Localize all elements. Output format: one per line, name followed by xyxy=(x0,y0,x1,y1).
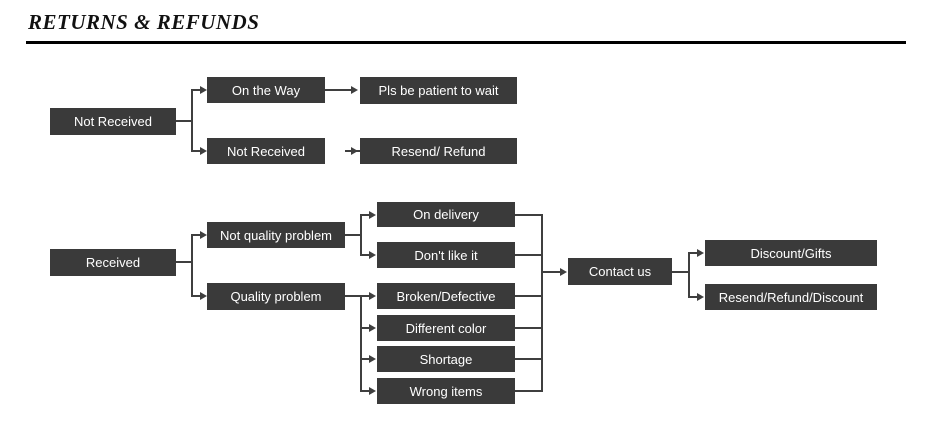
page-title: RETURNS & REFUNDS xyxy=(28,10,260,34)
node-not-received-child[interactable]: Not Received xyxy=(207,138,325,164)
connector-received-spine xyxy=(191,234,193,296)
connector-wrong-items-merge xyxy=(515,390,543,392)
arrowhead-to-on-delivery xyxy=(369,211,376,219)
node-pls-be-patient-to-wait[interactable]: Pls be patient to wait xyxy=(360,77,517,104)
connector-not-received-root-stub xyxy=(176,120,193,122)
arrowhead-to-resend-refund xyxy=(351,147,358,155)
connector-shortage-merge xyxy=(515,358,543,360)
node-not-received-root[interactable]: Not Received xyxy=(50,108,176,135)
arrowhead-to-resend-refund-discount xyxy=(697,293,704,301)
connector-to-on-the-way xyxy=(191,89,205,91)
connector-on-delivery-merge xyxy=(515,214,543,216)
connector-to-not-quality-problem xyxy=(191,234,205,236)
arrowhead-to-broken-defective xyxy=(369,292,376,300)
arrowhead-to-shortage xyxy=(369,355,376,363)
connector-not-quality-problem-stub xyxy=(345,234,362,236)
connector-merge-rail xyxy=(541,214,543,392)
arrowhead-to-on-the-way xyxy=(200,86,207,94)
node-discount-gifts[interactable]: Discount/Gifts xyxy=(705,240,877,266)
node-resend-refund[interactable]: Resend/ Refund xyxy=(360,138,517,164)
connector-merge-to-contact-us xyxy=(541,271,563,273)
node-resend-refund-discount[interactable]: Resend/Refund/Discount xyxy=(705,284,877,310)
node-wrong-items[interactable]: Wrong items xyxy=(377,378,515,404)
connector-not-received-spine xyxy=(191,90,193,152)
node-on-the-way[interactable]: On the Way xyxy=(207,77,325,103)
title-divider xyxy=(26,41,906,44)
node-dont-like-it[interactable]: Don't like it xyxy=(377,242,515,268)
connector-contact-us-stub xyxy=(672,271,690,273)
connector-not-received-child-to-resend-refund xyxy=(345,150,373,152)
arrowhead-to-not-quality-problem xyxy=(200,231,207,239)
arrowhead-to-wrong-items xyxy=(369,387,376,395)
connector-to-broken-defective xyxy=(360,295,370,297)
arrowhead-to-not-received-child xyxy=(200,147,207,155)
node-not-quality-problem[interactable]: Not quality problem xyxy=(207,222,345,248)
arrowhead-to-discount-gifts xyxy=(697,249,704,257)
connector-to-wrong-items xyxy=(360,390,370,392)
node-contact-us[interactable]: Contact us xyxy=(568,258,672,285)
connector-to-discount-gifts xyxy=(688,252,698,254)
connector-to-shortage xyxy=(360,358,370,360)
node-received-root[interactable]: Received xyxy=(50,249,176,276)
connector-different-color-merge xyxy=(515,327,543,329)
connector-on-the-way-to-pls-be-patient xyxy=(325,89,353,91)
connector-received-root-stub xyxy=(176,261,193,263)
connector-quality-problem-spine xyxy=(360,295,362,391)
node-on-delivery[interactable]: On delivery xyxy=(377,202,515,227)
connector-to-resend-refund-discount xyxy=(688,296,698,298)
connector-to-not-received-child xyxy=(191,150,205,152)
node-different-color[interactable]: Different color xyxy=(377,315,515,341)
node-quality-problem[interactable]: Quality problem xyxy=(207,283,345,310)
connector-broken-defective-merge xyxy=(515,295,543,297)
arrowhead-to-pls-be-patient xyxy=(351,86,358,94)
connector-to-on-delivery xyxy=(360,214,370,216)
arrowhead-to-dont-like-it xyxy=(369,251,376,259)
connector-not-quality-problem-spine xyxy=(360,214,362,256)
connector-to-different-color xyxy=(360,327,370,329)
connector-to-quality-problem xyxy=(191,295,205,297)
arrowhead-to-contact-us xyxy=(560,268,567,276)
arrowhead-to-different-color xyxy=(369,324,376,332)
connector-dont-like-it-merge xyxy=(515,254,543,256)
arrowhead-to-quality-problem xyxy=(200,292,207,300)
connector-quality-problem-stub xyxy=(345,295,362,297)
connector-contact-us-spine xyxy=(688,252,690,297)
node-shortage[interactable]: Shortage xyxy=(377,346,515,372)
connector-to-dont-like-it xyxy=(360,254,370,256)
node-broken-defective[interactable]: Broken/Defective xyxy=(377,283,515,309)
